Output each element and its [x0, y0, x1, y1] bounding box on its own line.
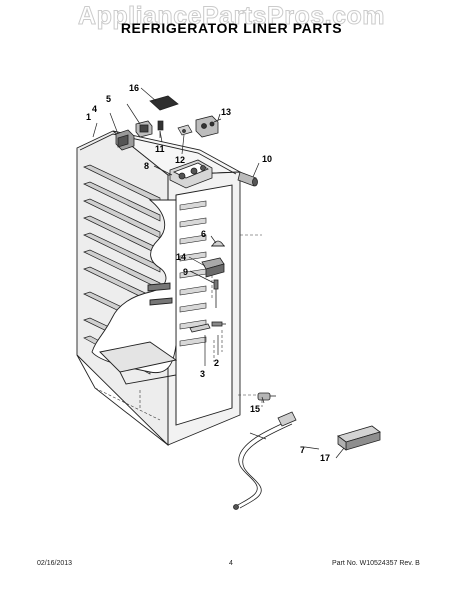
- callout-3: 3: [200, 369, 205, 379]
- part-15-fitting: [257, 392, 276, 401]
- part-5-switch: [135, 120, 153, 138]
- part-6-knob: [211, 240, 225, 247]
- callout-16: 16: [129, 83, 139, 93]
- part-16-label: [149, 95, 179, 111]
- part-14-module: [201, 257, 225, 278]
- callout-13: 13: [221, 107, 231, 117]
- callout-9: 9: [183, 267, 188, 277]
- callout-5: 5: [106, 94, 111, 104]
- callout-11: 11: [155, 144, 165, 154]
- callout-1: 1: [86, 112, 91, 122]
- part-12-cover: [177, 124, 193, 136]
- part-10-tube: [237, 171, 258, 187]
- part-3-strip: [189, 323, 211, 333]
- footer-page-number: 4: [229, 560, 233, 567]
- footer-date: 02/16/2013: [37, 560, 73, 567]
- callout-8: 8: [144, 161, 149, 171]
- part-13-control-bracket: [195, 113, 221, 138]
- leader-lines: [92, 87, 345, 459]
- callout-14: 14: [176, 252, 186, 262]
- callout-17: 17: [320, 453, 330, 463]
- right-wall-ribs: [179, 200, 207, 347]
- callout-7: 7: [300, 445, 305, 455]
- watermark: AppliancePartsPros.com: [78, 2, 385, 31]
- page-title: REFRIGERATOR LINER PARTS: [120, 20, 343, 36]
- callout-4: 4: [92, 104, 97, 114]
- part-2-pin: [211, 321, 226, 327]
- part-9-probe: [213, 279, 219, 308]
- callout-labels: 1 4 5 16 11 12 13 8 10 6 14 9 2 3 15 7 1…: [86, 83, 330, 463]
- part-4-bracket: [115, 129, 135, 151]
- part-8-housing: [169, 159, 213, 189]
- callout-10: 10: [262, 154, 272, 164]
- part-7-water-line: [233, 411, 297, 510]
- part-17-cover: [337, 425, 381, 451]
- callout-6: 6: [201, 229, 206, 239]
- cutaway-interior: [91, 199, 178, 385]
- footer-part-number: Part No. W10524357 Rev. B: [332, 560, 420, 567]
- callout-15: 15: [250, 404, 260, 414]
- callout-12: 12: [175, 155, 185, 165]
- callout-2: 2: [214, 358, 219, 368]
